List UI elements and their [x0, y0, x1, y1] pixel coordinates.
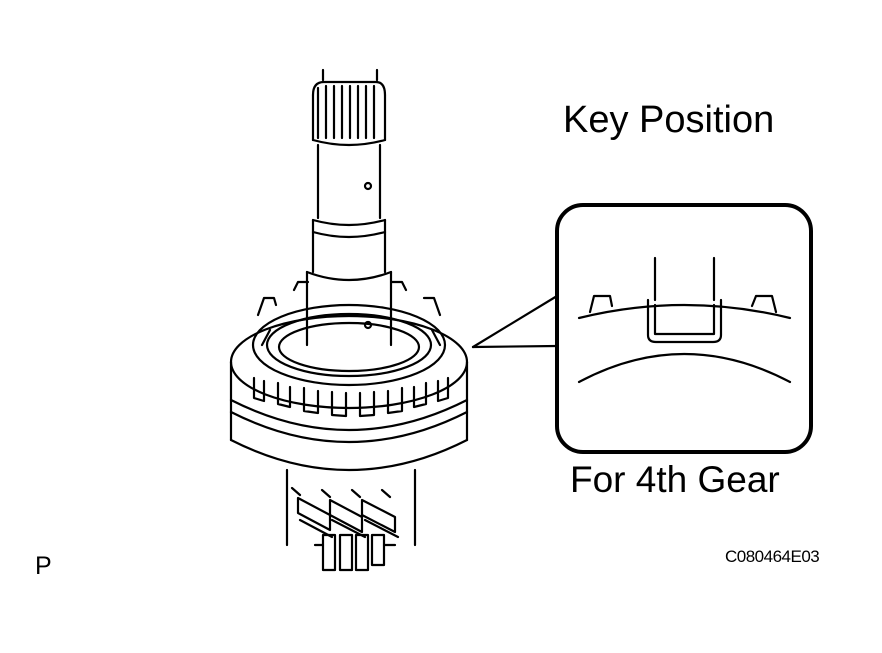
- view-marker: P: [35, 552, 52, 580]
- hub-sleeve: [229, 314, 469, 472]
- lower-splines: [313, 533, 397, 572]
- output-shaft: [305, 68, 393, 347]
- callout-box: [471, 203, 813, 454]
- lower-gear: [285, 468, 417, 547]
- callout-caption: For 4th Gear: [570, 459, 780, 500]
- synchronizer-ring: [251, 280, 447, 387]
- key-position-title: Key Position: [563, 99, 775, 141]
- figure-code: C080464E03: [725, 547, 820, 566]
